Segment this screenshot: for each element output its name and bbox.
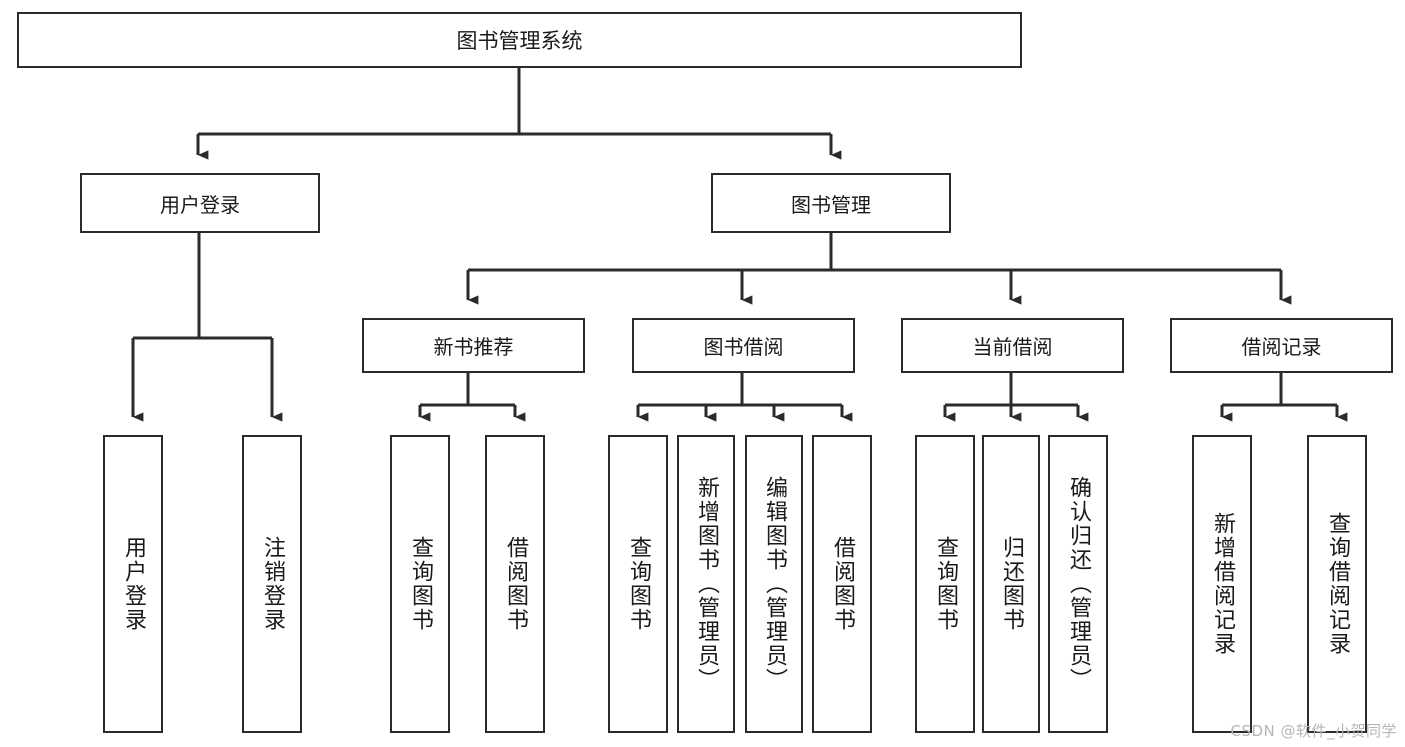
leaf-current-borrow-2[interactable]: 归还图书 (982, 435, 1040, 733)
leaf-label: 查询图书 (407, 536, 433, 632)
leaf-current-borrow-1[interactable]: 查询图书 (915, 435, 975, 733)
node-new-book-recommend-label: 新书推荐 (433, 335, 514, 359)
leaf-label: 借阅图书 (829, 536, 855, 632)
leaf-book-borrow-4[interactable]: 借阅图书 (812, 435, 872, 733)
node-root-label: 图书管理系统 (456, 29, 583, 53)
leaf-user-login-2[interactable]: 注销登录 (242, 435, 302, 733)
node-borrow-record[interactable]: 借阅记录 (1170, 318, 1393, 373)
leaf-label: 新增图书（管理员） (693, 476, 719, 692)
leaf-label: 确认归还（管理员） (1065, 476, 1091, 692)
watermark-text: CSDN @软件_小贺同学 (1230, 722, 1397, 740)
leaf-label: 查询图书 (625, 536, 651, 632)
leaf-borrow-record-2[interactable]: 查询借阅记录 (1307, 435, 1367, 733)
node-root[interactable]: 图书管理系统 (17, 12, 1022, 68)
node-current-borrow-label: 当前借阅 (972, 335, 1053, 359)
leaf-user-login-1[interactable]: 用户登录 (103, 435, 163, 733)
node-book-borrow-label: 图书借阅 (703, 335, 784, 359)
leaf-label: 新增借阅记录 (1209, 512, 1235, 656)
leaf-label: 查询图书 (932, 536, 958, 632)
node-book-manage-label: 图书管理 (791, 192, 871, 217)
node-new-book-recommend[interactable]: 新书推荐 (362, 318, 585, 373)
leaf-new-book-2[interactable]: 借阅图书 (485, 435, 545, 733)
node-borrow-record-label: 借阅记录 (1241, 335, 1322, 359)
leaf-borrow-record-1[interactable]: 新增借阅记录 (1192, 435, 1252, 733)
node-book-manage[interactable]: 图书管理 (711, 173, 951, 233)
node-user-login[interactable]: 用户登录 (80, 173, 320, 233)
leaf-new-book-1[interactable]: 查询图书 (390, 435, 450, 733)
leaf-label: 归还图书 (998, 536, 1024, 632)
leaf-label: 用户登录 (120, 536, 146, 632)
node-book-borrow[interactable]: 图书借阅 (632, 318, 855, 373)
leaf-label: 查询借阅记录 (1324, 512, 1350, 656)
leaf-book-borrow-2[interactable]: 新增图书（管理员） (677, 435, 735, 733)
leaf-label: 注销登录 (259, 536, 285, 632)
leaf-current-borrow-3[interactable]: 确认归还（管理员） (1048, 435, 1108, 733)
leaf-label: 借阅图书 (502, 536, 528, 632)
leaf-label: 编辑图书（管理员） (761, 476, 787, 692)
leaf-book-borrow-3[interactable]: 编辑图书（管理员） (745, 435, 803, 733)
node-user-login-label: 用户登录 (160, 192, 240, 217)
leaf-book-borrow-1[interactable]: 查询图书 (608, 435, 668, 733)
node-current-borrow[interactable]: 当前借阅 (901, 318, 1124, 373)
